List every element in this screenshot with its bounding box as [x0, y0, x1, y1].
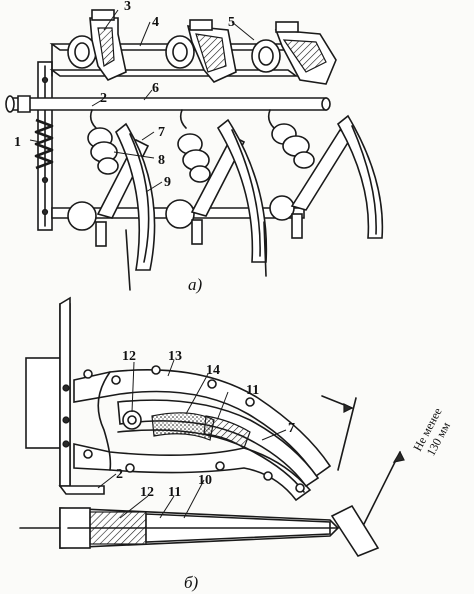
label-a-6: 6: [152, 81, 159, 96]
label-b-7: 7: [288, 421, 295, 436]
caption-b: б): [184, 573, 199, 592]
label-a-9: 9: [164, 175, 171, 190]
label-a-7: 7: [158, 125, 165, 140]
label-a-4: 4: [152, 15, 159, 30]
label-a-2: 2: [100, 91, 107, 106]
label-a-1: 1: [14, 135, 21, 150]
arc-housing: [73, 369, 332, 502]
lower-pivot-2: [165, 199, 203, 245]
label-a-8: 8: [158, 153, 165, 168]
caption-a: а): [188, 275, 203, 294]
gap-indicator: [321, 395, 405, 557]
figure-a-assembly: [5, 9, 384, 291]
upper-contact-1: [67, 9, 127, 81]
figure-a-leaders: [29, 9, 255, 193]
label-b-11: 11: [246, 383, 259, 398]
base-block: [25, 296, 105, 495]
fuse-element: [151, 412, 251, 449]
label-b-10: 10: [198, 473, 212, 488]
label-b-13: 13: [168, 349, 182, 364]
label-b-12: 12: [122, 349, 136, 364]
distance-note: Не менее 130 мм: [410, 405, 453, 458]
insulator-3: [271, 123, 315, 169]
blade-3: [290, 114, 384, 239]
blade-1: [96, 122, 156, 271]
blade-2: [190, 118, 268, 263]
label-a-5: 5: [228, 15, 235, 30]
figure-b-section: [19, 296, 405, 557]
insulator-1: [87, 127, 119, 175]
lower-pivot-3: [269, 195, 303, 239]
side-view: [19, 507, 340, 549]
lower-pivot-1: [67, 201, 107, 247]
ground-rod: [125, 221, 267, 291]
label-b-11-lower: 11: [168, 485, 181, 500]
label-a-3: 3: [124, 0, 131, 14]
label-b-14: 14: [206, 363, 220, 378]
insulator-2: [177, 133, 211, 183]
spring: [34, 118, 54, 170]
drive-links: [89, 109, 275, 129]
figure-b-leaders: [97, 359, 287, 519]
upper-contact-2: [165, 19, 237, 83]
main-shaft: [5, 95, 331, 113]
label-b-2: 2: [116, 467, 123, 482]
label-b-12-lower: 12: [140, 485, 154, 500]
upper-contact-3: [251, 21, 337, 85]
rivets: [83, 365, 305, 493]
